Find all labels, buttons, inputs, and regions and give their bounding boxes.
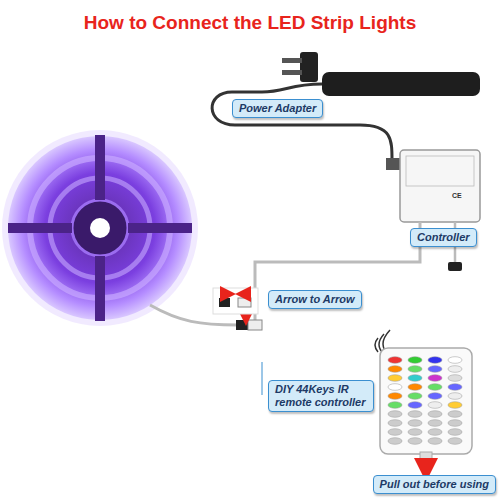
remote-button: [408, 420, 422, 427]
plug-body: [300, 52, 318, 82]
remote-button: [408, 375, 422, 382]
dc-cable: [212, 92, 392, 160]
connector-socket: [238, 298, 251, 307]
mark-label: CE: [452, 192, 462, 199]
remote-button: [428, 366, 442, 373]
remote-button: [448, 357, 462, 364]
remote-button: [408, 357, 422, 364]
remote-button: [428, 384, 442, 391]
remote-button: [388, 384, 402, 391]
remote-button: [448, 429, 462, 436]
remote-button: [388, 357, 402, 364]
remote-button: [448, 438, 462, 445]
remote-control: [380, 348, 472, 454]
callout-box: DIY 44Keys IR remote controller: [268, 380, 374, 412]
plug-prong: [282, 58, 302, 63]
strip-connector: [236, 320, 248, 330]
reel-spoke: [8, 135, 192, 321]
remote-button: [388, 402, 402, 409]
callout-text: Pull out before using: [380, 478, 489, 491]
callout-box: Arrow to Arrow: [268, 290, 362, 309]
callout-box: Controller: [410, 228, 477, 247]
ir-receiver: [448, 262, 462, 271]
red-arrow: [243, 293, 249, 295]
callout-text: Power Adapter: [239, 102, 316, 115]
remote-button: [408, 384, 422, 391]
remote-button: [448, 420, 462, 427]
remote-button: [408, 402, 422, 409]
remote-button: [448, 393, 462, 400]
callout-text: Controller: [417, 231, 470, 244]
remote-button: [428, 411, 442, 418]
callout-box: Pull out before using: [373, 475, 496, 494]
remote-button: [448, 375, 462, 382]
remote-button: [408, 411, 422, 418]
remote-button: [448, 384, 462, 391]
reel-glow: [2, 130, 198, 326]
controller-connector: [248, 320, 262, 330]
remote-button: [388, 393, 402, 400]
callout-text: Arrow to Arrow: [275, 293, 355, 306]
remote-button: [448, 402, 462, 409]
remote-button: [428, 438, 442, 445]
callout-box: Power Adapter: [232, 99, 323, 118]
remote-button: [388, 420, 402, 427]
remote-button: [388, 375, 402, 382]
remote-button: [448, 411, 462, 418]
remote-button: [408, 429, 422, 436]
leader-line: [262, 362, 263, 395]
remote-button: [428, 420, 442, 427]
red-arrow: [425, 458, 428, 470]
led-reel: [8, 136, 192, 320]
remote-button: [388, 411, 402, 418]
red-arrow: [222, 293, 228, 295]
plug-prong: [282, 70, 302, 75]
reel-hub: [72, 200, 128, 256]
adapter-cable: [232, 84, 322, 92]
connector-plug: [219, 298, 230, 307]
remote-button: [428, 402, 442, 409]
remote-button: [388, 438, 402, 445]
remote-button: [428, 357, 442, 364]
remote-button: [408, 366, 422, 373]
controller-box: [400, 150, 480, 222]
controller-panel: [406, 156, 474, 186]
remote-button: [388, 429, 402, 436]
remote-button: [388, 366, 402, 373]
title: How to Connect the LED Strip Lights: [0, 12, 500, 34]
reel-hole: [90, 218, 110, 238]
remote-button: [408, 393, 422, 400]
dc-jack: [386, 158, 400, 170]
remote-button: [448, 366, 462, 373]
remote-button: [428, 429, 442, 436]
connector-icon-frame: [213, 288, 258, 314]
remote-button: [408, 438, 422, 445]
power-adapter: [322, 72, 480, 96]
remote-button: [428, 393, 442, 400]
callout-text: DIY 44Keys IR remote controller: [275, 383, 367, 409]
remote-button: [428, 375, 442, 382]
output-wire: [255, 222, 420, 322]
